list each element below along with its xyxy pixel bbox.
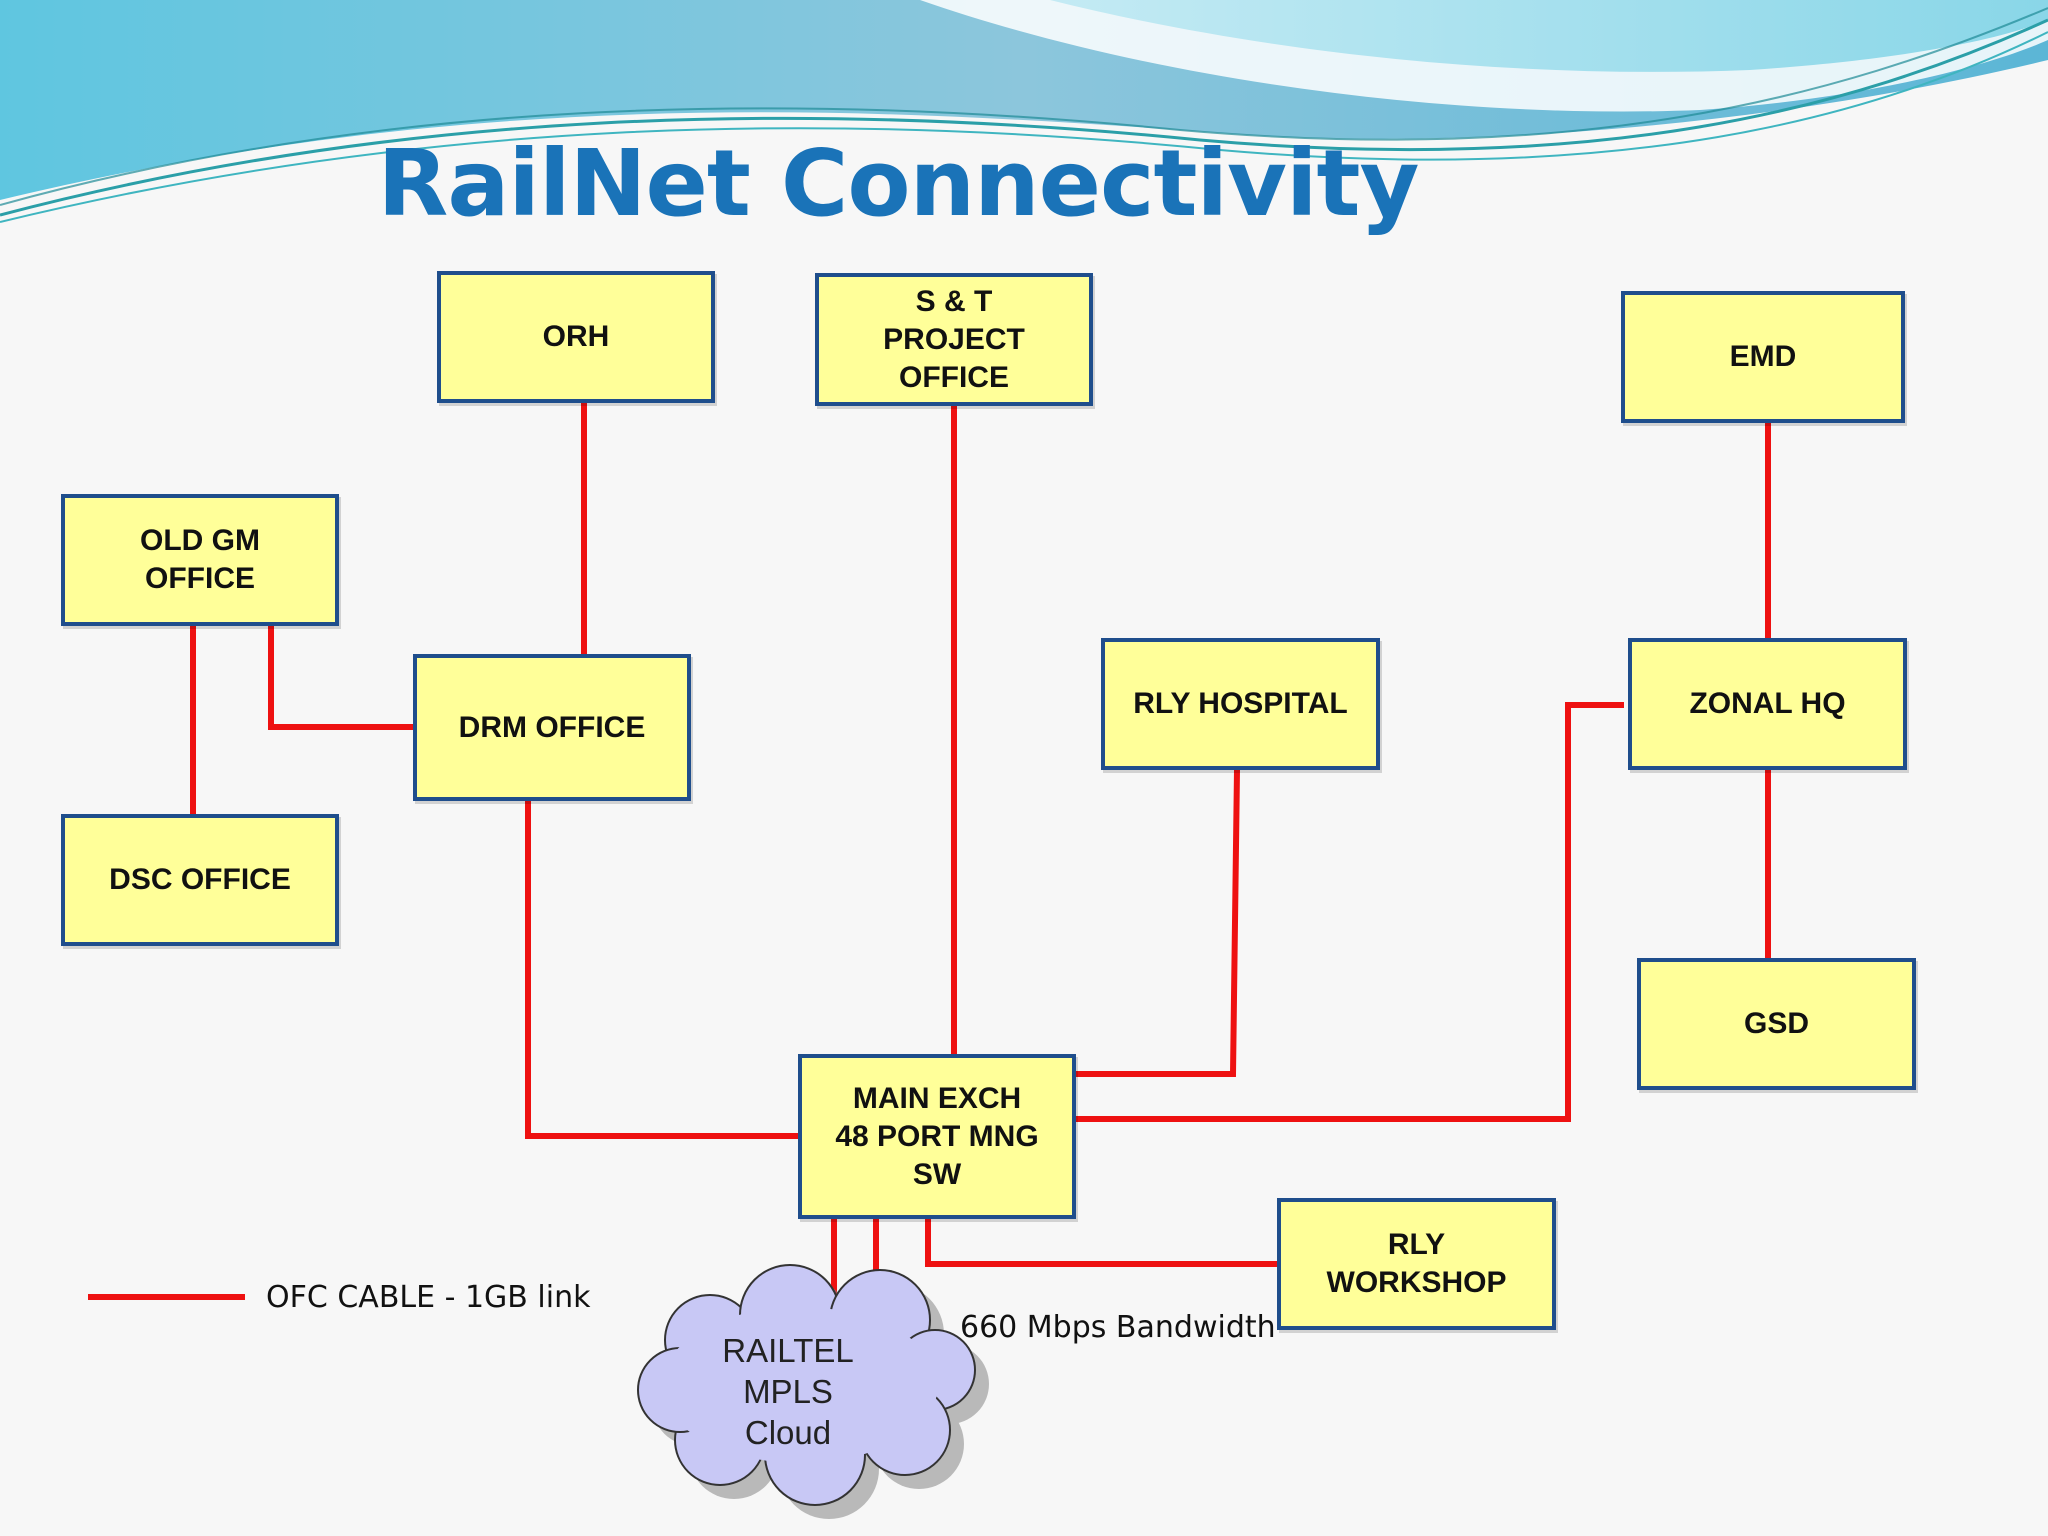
node-rly-workshop: RLY WORKSHOP bbox=[1277, 1198, 1556, 1330]
link-hospital-mainexch bbox=[1074, 769, 1240, 1077]
page-title: RailNet Connectivity bbox=[377, 130, 1419, 237]
header-wave-decoration bbox=[0, 0, 2048, 223]
node-old-gm-office: OLD GM OFFICE bbox=[61, 494, 339, 626]
node-st-project-office: S & T PROJECT OFFICE bbox=[815, 273, 1093, 406]
node-emd: EMD bbox=[1621, 291, 1905, 423]
node-dsc-office: DSC OFFICE bbox=[61, 814, 339, 946]
node-zonal-hq: ZONAL HQ bbox=[1628, 638, 1907, 770]
legend-label: OFC CABLE - 1GB link bbox=[266, 1280, 591, 1315]
node-orh: ORH bbox=[437, 271, 715, 403]
node-gsd: GSD bbox=[1637, 958, 1916, 1090]
link-zonalhq-mainexch bbox=[1074, 702, 1624, 1122]
node-rly-hospital: RLY HOSPITAL bbox=[1101, 638, 1380, 770]
link-oldgm-drm bbox=[268, 624, 415, 730]
node-main-exch: MAIN EXCH 48 PORT MNG SW bbox=[798, 1054, 1076, 1219]
link-mainexch-workshop bbox=[925, 1217, 1280, 1267]
node-drm-office: DRM OFFICE bbox=[413, 654, 691, 801]
bandwidth-label: 660 Mbps Bandwidth bbox=[960, 1310, 1276, 1345]
link-drm-mainexch bbox=[525, 799, 800, 1139]
cloud-label: RAILTEL MPLS Cloud bbox=[722, 1332, 854, 1451]
